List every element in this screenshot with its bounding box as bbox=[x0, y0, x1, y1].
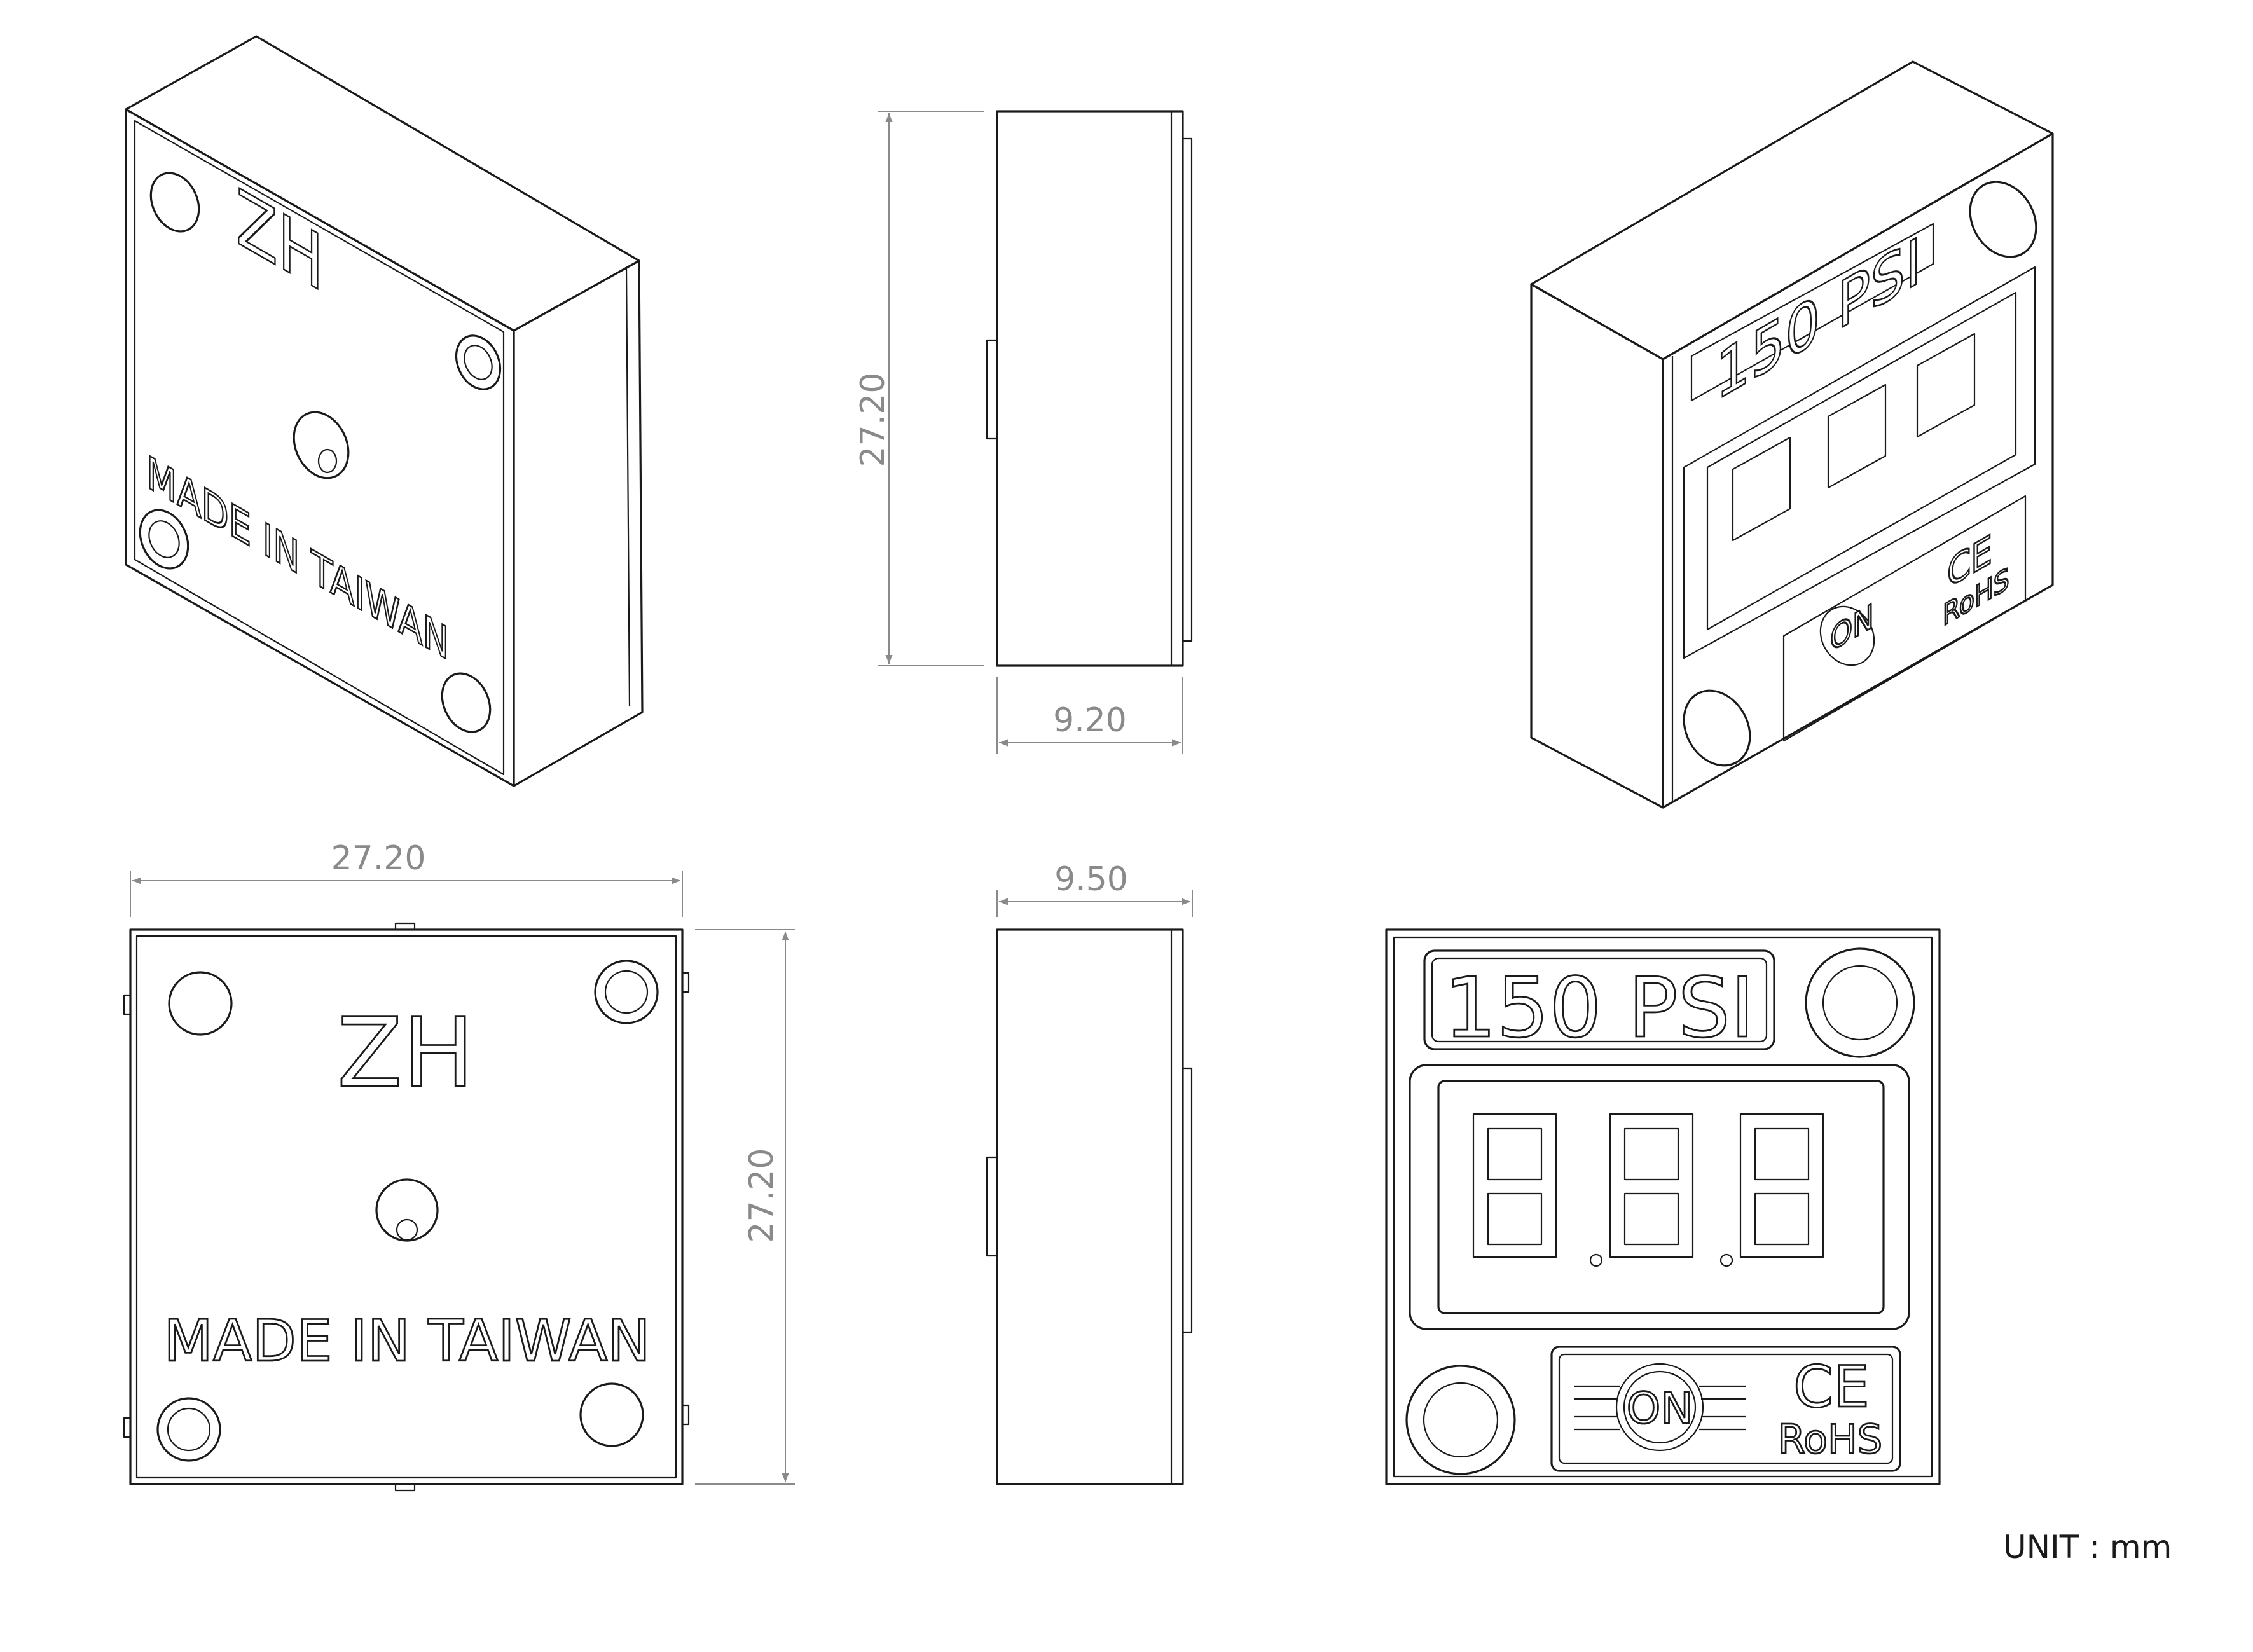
back-origin: MADE IN TAIWAN bbox=[163, 1308, 651, 1375]
front-on-logo: ON bbox=[1627, 1384, 1693, 1434]
side-view-top: 27.20 9.20 bbox=[854, 110, 1193, 754]
iso-back-brand: ZH bbox=[236, 172, 324, 311]
front-ce-mark: CE bbox=[1793, 1354, 1870, 1421]
iso-front-rating: 150 PSI bbox=[1716, 222, 1921, 416]
dim-side-depth-bottom: 9.50 bbox=[1054, 860, 1128, 898]
back-ortho-view: ZH MADE IN TAIWAN 27.20 27.20 bbox=[123, 839, 795, 1492]
front-ortho-view: 150 PSI ON CE RoHS bbox=[1385, 928, 1941, 1485]
dim-bottom-height: 27.20 bbox=[743, 1148, 781, 1243]
front-rohs-mark: RoHS bbox=[1778, 1416, 1882, 1463]
dim-bottom-width: 27.20 bbox=[331, 839, 426, 878]
iso-back-view: ZH MADE IN TAIWAN bbox=[125, 35, 644, 787]
iso-front-view: 150 PSI ON CE RoHS bbox=[1530, 60, 2054, 809]
front-rating: 150 PSI bbox=[1444, 960, 1755, 1056]
dim-front-height: 27.20 bbox=[854, 373, 892, 467]
unit-label: UNIT : mm bbox=[2003, 1529, 2172, 1566]
back-brand: ZH bbox=[337, 998, 474, 1109]
dim-side-depth-top: 9.20 bbox=[1053, 701, 1127, 740]
iso-back-origin: MADE IN TAIWAN bbox=[146, 445, 449, 671]
side-view-bottom: 9.50 bbox=[986, 860, 1193, 1485]
